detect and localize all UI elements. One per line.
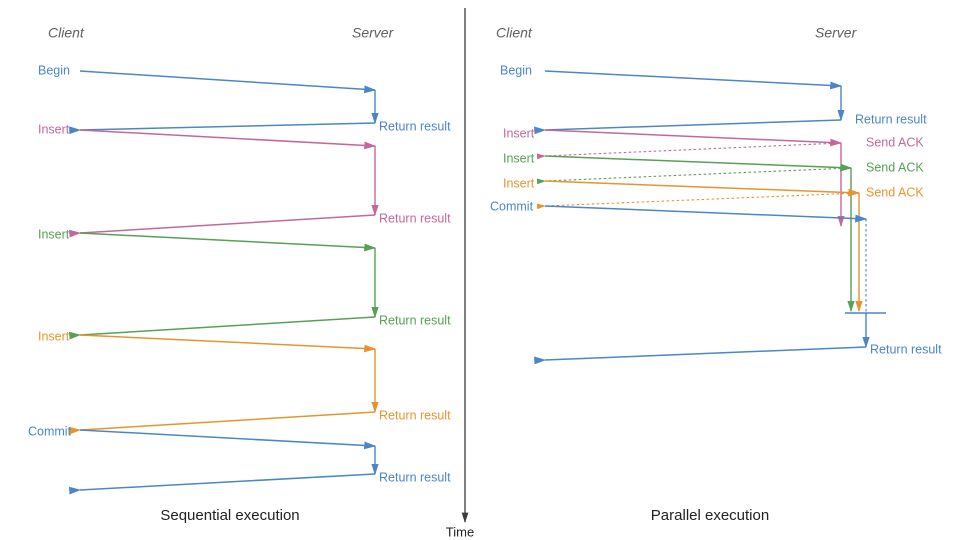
insert-2-return-result-line	[68, 316, 376, 340]
commit-return-result-line	[534, 346, 867, 365]
insert-1-return-result-line	[68, 214, 376, 238]
commit-request-line	[544, 205, 868, 223]
insert-1-request-label: Insert	[503, 126, 535, 140]
time-axis-label: Time	[446, 524, 474, 539]
begin-return-result-label: Return result	[855, 112, 927, 126]
actor-label-client: Client	[496, 25, 533, 41]
insert-3-send-ack-line	[536, 192, 860, 210]
begin-request-label: Begin	[38, 63, 70, 77]
insert-3-request-label: Insert	[38, 329, 70, 343]
insert-2-request-line	[544, 155, 853, 172]
begin-return-result-line	[534, 119, 842, 135]
insert-2-return-result-label: Return result	[379, 313, 451, 327]
insert-2-request-line	[79, 232, 377, 252]
time-axis-group: Time	[446, 8, 474, 539]
actor-label-server: Server	[352, 25, 395, 41]
insert-3-request-line	[79, 334, 377, 353]
actor-label-server: Server	[815, 25, 858, 41]
begin-request-line	[79, 70, 377, 94]
panel-caption-parallel: Parallel execution	[651, 507, 769, 524]
insert-3-request-line	[544, 180, 861, 197]
commit-request-line	[79, 429, 377, 450]
begin-return-result-line	[69, 122, 376, 135]
commit-return-result-label: Return result	[870, 342, 942, 356]
insert-2-request-label: Insert	[503, 151, 535, 165]
insert-2-send-ack-label: Send ACK	[866, 160, 924, 174]
commit-request-label: Commit	[28, 424, 72, 438]
commit-request-label: Commit	[490, 199, 534, 213]
commit-return-result-line	[69, 473, 376, 495]
insert-3-request-label: Insert	[503, 176, 535, 190]
insert-1-return-result-label: Return result	[379, 211, 451, 225]
insert-3-return-result-line	[68, 411, 376, 435]
begin-request-line	[544, 70, 843, 90]
insert-1-request-line	[79, 129, 377, 150]
begin-return-result-label: Return result	[379, 119, 451, 133]
commit-return-result-label: Return result	[379, 470, 451, 484]
insert-1-send-ack-line	[536, 142, 842, 160]
panel-caption-sequential: Sequential execution	[160, 507, 299, 524]
insert-3-return-result-label: Return result	[379, 408, 451, 422]
insert-2-request-label: Insert	[38, 227, 70, 241]
insert-2-send-ack-line	[536, 167, 852, 185]
begin-request-label: Begin	[500, 63, 532, 77]
insert-1-request-line	[544, 129, 843, 147]
insert-1-send-ack-label: Send ACK	[866, 135, 924, 149]
insert-3-send-ack-label: Send ACK	[866, 185, 924, 199]
actor-label-client: Client	[48, 25, 85, 41]
insert-1-request-label: Insert	[38, 122, 70, 136]
